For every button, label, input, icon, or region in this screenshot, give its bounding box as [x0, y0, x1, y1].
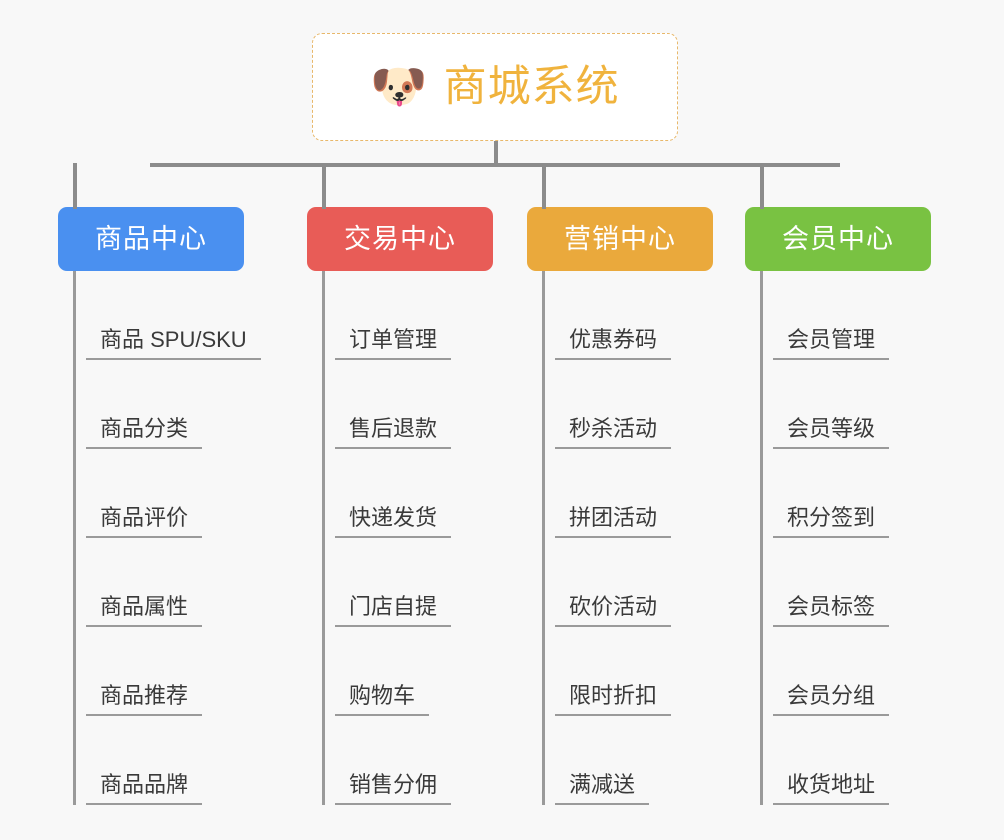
leaf-label: 拼团活动: [555, 507, 672, 538]
leaf-item[interactable]: 限时折扣: [542, 627, 672, 716]
leaf-label: 商品分类: [86, 418, 203, 449]
leaf-item[interactable]: 会员分组: [760, 627, 890, 716]
category-box-1[interactable]: 商品中心: [58, 207, 244, 271]
leaf-label: 商品评价: [86, 507, 203, 538]
leaf-list-2: 订单管理售后退款快递发货门店自提购物车销售分佣: [322, 271, 452, 805]
leaf-item[interactable]: 商品品牌: [73, 716, 261, 805]
connector-drop-1: [73, 163, 77, 209]
leaf-item[interactable]: 满减送: [542, 716, 671, 805]
leaf-label: 商品 SPU/SKU: [86, 329, 261, 360]
leaf-item[interactable]: 商品 SPU/SKU: [73, 271, 261, 360]
leaf-spine-1: [73, 271, 76, 805]
leaf-spine-3: [542, 271, 545, 805]
branch-1: 商品中心商品 SPU/SKU 商品分类商品评价商品属性商品推荐商品品牌: [58, 207, 261, 805]
category-label: 交易中心: [344, 223, 456, 254]
leaf-label: 优惠券码: [555, 329, 672, 360]
leaf-item[interactable]: 售后退款: [322, 360, 452, 449]
category-label: 会员中心: [782, 223, 894, 254]
category-box-4[interactable]: 会员中心: [745, 207, 931, 271]
leaf-label: 收货地址: [773, 774, 890, 805]
leaf-label: 门店自提: [335, 596, 452, 627]
leaf-label: 满减送: [555, 774, 650, 805]
category-box-3[interactable]: 营销中心: [527, 207, 713, 271]
connector-root-stem: [494, 141, 498, 165]
leaf-label: 积分签到: [773, 507, 890, 538]
leaf-item[interactable]: 积分签到: [760, 449, 890, 538]
connector-drop-2: [322, 163, 326, 209]
branch-4: 会员中心会员管理会员等级积分签到会员标签会员分组收货地址: [745, 207, 931, 805]
leaf-item[interactable]: 快递发货: [322, 449, 452, 538]
leaf-label: 商品属性: [86, 596, 203, 627]
leaf-list-3: 优惠券码秒杀活动拼团活动砍价活动限时折扣满减送: [542, 271, 672, 805]
leaf-label: 会员标签: [773, 596, 890, 627]
leaf-label: 销售分佣: [335, 774, 452, 805]
branch-3: 营销中心优惠券码秒杀活动拼团活动砍价活动限时折扣满减送: [527, 207, 713, 805]
branch-2: 交易中心订单管理售后退款快递发货门店自提购物车销售分佣: [307, 207, 493, 805]
root-title: 商城系统: [443, 62, 620, 111]
leaf-item[interactable]: 拼团活动: [542, 449, 672, 538]
connector-drop-4: [760, 163, 764, 209]
leaf-label: 砍价活动: [555, 596, 672, 627]
leaf-item[interactable]: 订单管理: [322, 271, 452, 360]
leaf-item[interactable]: 会员标签: [760, 538, 890, 627]
category-box-2[interactable]: 交易中心: [307, 207, 493, 271]
leaf-label: 限时折扣: [555, 685, 672, 716]
category-label: 营销中心: [564, 223, 676, 254]
leaf-item[interactable]: 门店自提: [322, 538, 452, 627]
leaf-item[interactable]: 销售分佣: [322, 716, 452, 805]
dog-face-icon: 🐶: [370, 60, 428, 112]
leaf-item[interactable]: 商品分类: [73, 360, 261, 449]
leaf-label: 订单管理: [335, 329, 452, 360]
leaf-label: 购物车: [335, 685, 430, 716]
leaf-label: 售后退款: [335, 418, 452, 449]
leaf-item[interactable]: 收货地址: [760, 716, 890, 805]
leaf-item[interactable]: 优惠券码: [542, 271, 672, 360]
leaf-label: 会员等级: [773, 418, 890, 449]
leaf-label: 会员管理: [773, 329, 890, 360]
connector-drop-3: [542, 163, 546, 209]
category-label: 商品中心: [95, 223, 207, 254]
leaf-item[interactable]: 商品评价: [73, 449, 261, 538]
leaf-label: 商品品牌: [86, 774, 203, 805]
leaf-label: 快递发货: [335, 507, 452, 538]
root-node[interactable]: 🐶 商城系统: [312, 33, 678, 141]
leaf-item[interactable]: 会员管理: [760, 271, 890, 360]
leaf-spine-4: [760, 271, 763, 805]
leaf-item[interactable]: 商品属性: [73, 538, 261, 627]
leaf-label: 会员分组: [773, 685, 890, 716]
leaf-label: 商品推荐: [86, 685, 203, 716]
leaf-spine-2: [322, 271, 325, 805]
leaf-item[interactable]: 砍价活动: [542, 538, 672, 627]
connector-horizontal-bus: [150, 163, 840, 167]
leaf-item[interactable]: 购物车: [322, 627, 451, 716]
leaf-list-1: 商品 SPU/SKU 商品分类商品评价商品属性商品推荐商品品牌: [73, 271, 261, 805]
leaf-label: 秒杀活动: [555, 418, 672, 449]
leaf-item[interactable]: 商品推荐: [73, 627, 261, 716]
leaf-item[interactable]: 会员等级: [760, 360, 890, 449]
leaf-item[interactable]: 秒杀活动: [542, 360, 672, 449]
leaf-list-4: 会员管理会员等级积分签到会员标签会员分组收货地址: [760, 271, 890, 805]
